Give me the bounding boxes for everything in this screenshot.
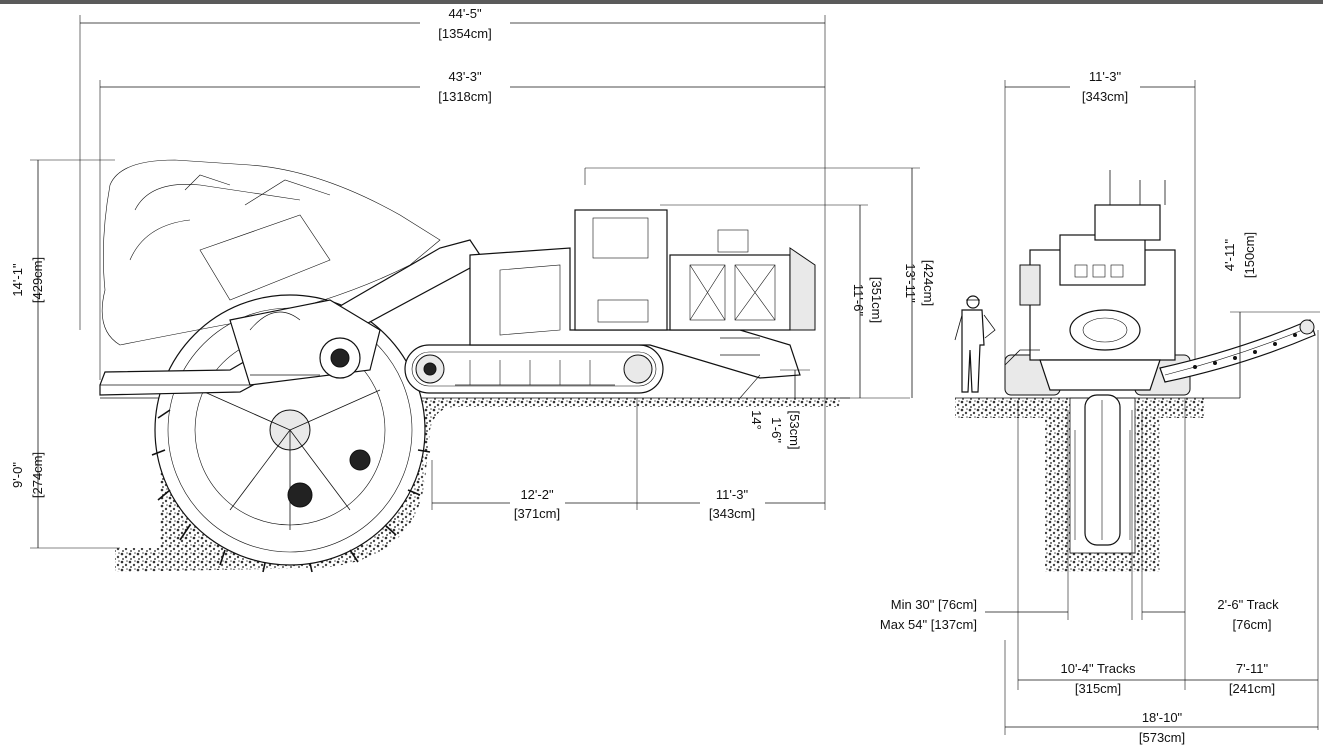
side-view-labels: 44'-5" [1354cm] 43'-3" [1318cm] 14'-1" […: [10, 6, 936, 521]
dim-dig-depth-cm: [274cm]: [30, 452, 45, 498]
dim-overall-width-cm: [573cm]: [1139, 730, 1185, 745]
dim-height-cab-cm: [351cm]: [869, 277, 884, 323]
dim-length2-ft: 43'-3": [448, 69, 482, 84]
front-view: [954, 66, 1320, 735]
dim-width-top-cm: [343cm]: [1082, 89, 1128, 104]
dim-conveyor-height-ft: 4'-11": [1222, 239, 1237, 272]
dim-overall-width-ft: 18'-10": [1142, 710, 1183, 725]
dim-clearance-cm: [53cm]: [787, 410, 802, 449]
dim-width-top-ft: 11'-3": [1089, 69, 1122, 84]
dim-trench-max: Max 54" [137cm]: [880, 617, 977, 632]
dim-clearance-ft: 1'-6": [769, 417, 784, 443]
dim-tracks-ft: 10'-4" Tracks: [1060, 661, 1136, 676]
machine-body-front: [1004, 170, 1176, 391]
dim-angle: 14°: [749, 410, 764, 430]
dim-conveyor-height-cm: [150cm]: [1242, 232, 1257, 278]
dim-height-total-ft: 13'-11": [903, 263, 918, 303]
dim-height-total-cm: [424cm]: [921, 260, 936, 306]
dim-rear-length-cm: [343cm]: [709, 506, 755, 521]
front-view-labels: 11'-3" [343cm] 4'-11" [150cm] Min 30" [7…: [880, 69, 1279, 745]
dim-height-cab-ft: 11'-6": [851, 284, 866, 317]
dimensions-side: [30, 4, 920, 549]
dim-height-left-cm: [429cm]: [30, 257, 45, 303]
dim-trench-min: Min 30" [76cm]: [891, 597, 977, 612]
dim-track-width-cm: [76cm]: [1232, 617, 1271, 632]
dim-overall-length-ft: 44'-5": [448, 6, 482, 21]
boom: [99, 239, 481, 396]
conveyor: [1159, 319, 1316, 383]
dim-conveyor-reach-ft: 7'-11": [1236, 661, 1269, 676]
dim-conveyor-reach-cm: [241cm]: [1229, 681, 1275, 696]
dim-dig-depth-ft: 9'-0": [10, 462, 25, 488]
track-side: [404, 344, 664, 394]
top-bar: [0, 0, 1323, 4]
dimensions-front: [985, 66, 1320, 735]
cutter-front: [1074, 394, 1131, 546]
machine-body: [469, 209, 816, 379]
dim-track-width-ft: 2'-6" Track: [1217, 597, 1279, 612]
dim-rear-length-ft: 11'-3": [716, 487, 749, 502]
side-view: [30, 4, 920, 573]
dim-overall-length-cm: [1354cm]: [438, 26, 491, 41]
dim-track-length-cm: [371cm]: [514, 506, 560, 521]
dim-track-length-ft: 12'-2": [520, 487, 554, 502]
dim-tracks-cm: [315cm]: [1075, 681, 1121, 696]
person-scale-figure: [954, 295, 996, 393]
dim-length2-cm: [1318cm]: [438, 89, 491, 104]
dim-height-left-ft: 14'-1": [10, 263, 25, 297]
